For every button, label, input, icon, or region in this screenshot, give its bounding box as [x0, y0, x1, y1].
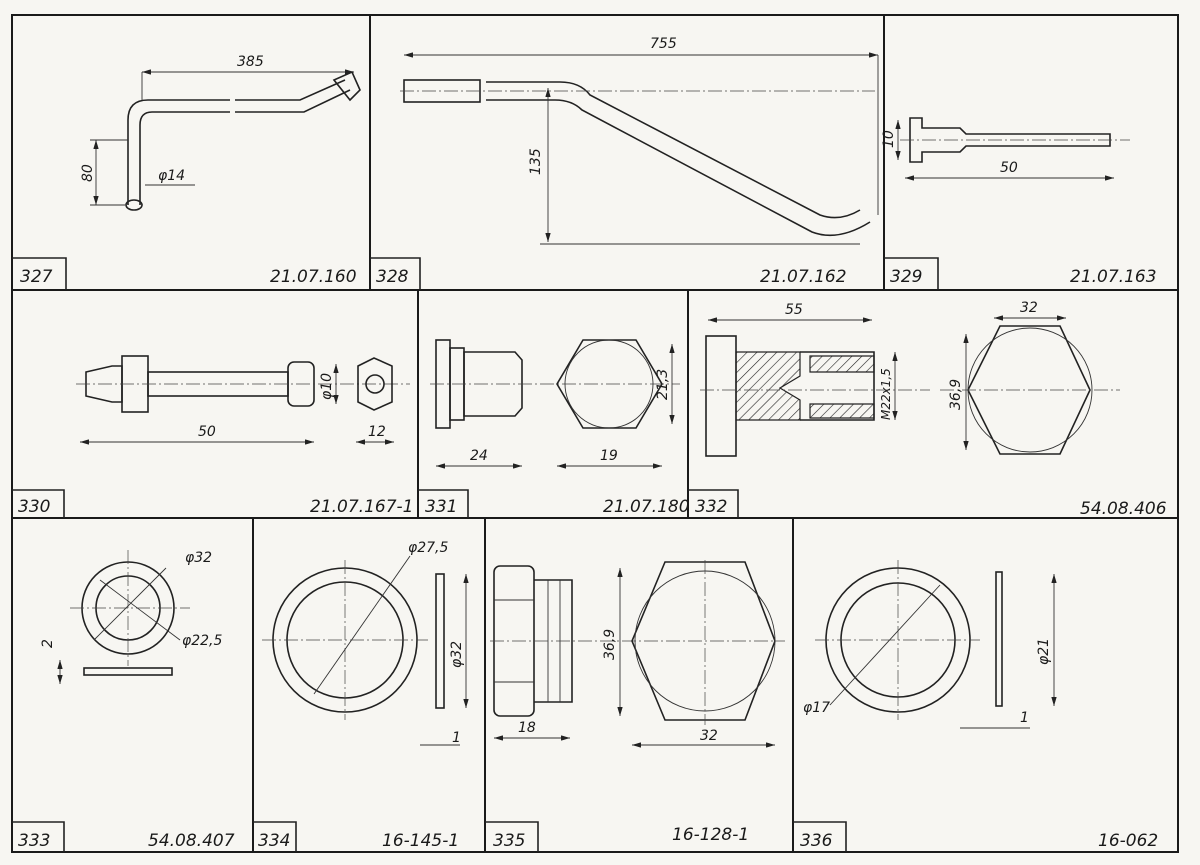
dim-55: 55: [785, 302, 803, 318]
dim-d27-5: φ27,5: [408, 540, 449, 556]
dim-d32: φ32: [449, 641, 465, 668]
dim-1: 1: [1020, 710, 1029, 726]
part-330: 50 φ10 12 330 21.07.167-1: [18, 355, 413, 517]
part-code: 54.08.406: [1080, 499, 1167, 519]
part-code: 16-062: [1098, 831, 1158, 851]
dim-1: 1: [452, 730, 461, 746]
part-333: φ32 φ22,5 2 333 54.08.407: [18, 550, 235, 851]
part-code: 16-128-1: [672, 825, 749, 845]
dim-19: 19: [600, 448, 618, 464]
part-number: 334: [258, 831, 290, 851]
part-code: 16-145-1: [382, 831, 459, 851]
dim-80: 80: [80, 164, 96, 182]
part-336: φ21 φ17 1 336 16-062: [800, 560, 1158, 851]
dim-21-3: 21,3: [655, 369, 671, 400]
dim-d10: φ10: [319, 373, 335, 400]
dim-d17: φ17: [803, 700, 830, 716]
part-number: 332: [695, 497, 727, 517]
dim-50: 50: [198, 424, 216, 440]
dim-50: 50: [1000, 160, 1018, 176]
part-331: 24 19 21,3 331 21.07.180: [425, 339, 690, 517]
dim-2: 2: [40, 639, 56, 648]
dim-32: 32: [1020, 300, 1038, 316]
dim-d21: φ21: [1036, 638, 1052, 665]
part-code: 21.07.180: [603, 497, 690, 517]
part-number: 329: [890, 267, 922, 287]
sheet-grid: [11, 14, 1179, 853]
part-328: 755 135 328 21.07.162: [376, 36, 879, 287]
dim-10: 10: [881, 130, 897, 148]
part-332: 55 M22x1,5 32 36,9 332 54.08.406: [695, 300, 1167, 519]
part-code: 21.07.167-1: [310, 497, 413, 517]
dim-24: 24: [470, 448, 488, 464]
part-number: 330: [18, 497, 50, 517]
part-code: 54.08.407: [148, 831, 235, 851]
dim-12: 12: [368, 424, 386, 440]
part-334: φ27,5 φ32 1 334 16-145-1: [258, 540, 469, 851]
part-number: 333: [18, 831, 50, 851]
part-code: 21.07.163: [1070, 267, 1157, 287]
part-number: 335: [493, 831, 525, 851]
part-code: 21.07.160: [270, 267, 357, 287]
dim-385: 385: [237, 54, 264, 70]
dim-755: 755: [650, 36, 677, 52]
dim-36-9: 36,9: [602, 629, 618, 660]
dim-m22: M22x1,5: [879, 368, 893, 420]
part-number: 327: [20, 267, 53, 287]
dim-36-9: 36,9: [948, 379, 964, 410]
part-number: 331: [425, 497, 457, 517]
dim-18: 18: [518, 720, 536, 736]
part-code: 21.07.162: [760, 267, 847, 287]
dim-d22-5: φ22,5: [182, 633, 223, 649]
dim-135: 135: [528, 148, 544, 175]
part-329: 50 10 329 21.07.163: [881, 117, 1157, 287]
part-335: 18 32 36,9 335 16-128-1: [490, 560, 785, 851]
part-327: 385 80 φ14 327 21.07.160: [20, 54, 361, 287]
part-number: 336: [800, 831, 833, 851]
dim-32: 32: [700, 728, 718, 744]
part-number: 328: [376, 267, 409, 287]
dim-d14: φ14: [158, 168, 185, 184]
dim-d32: φ32: [185, 550, 212, 566]
